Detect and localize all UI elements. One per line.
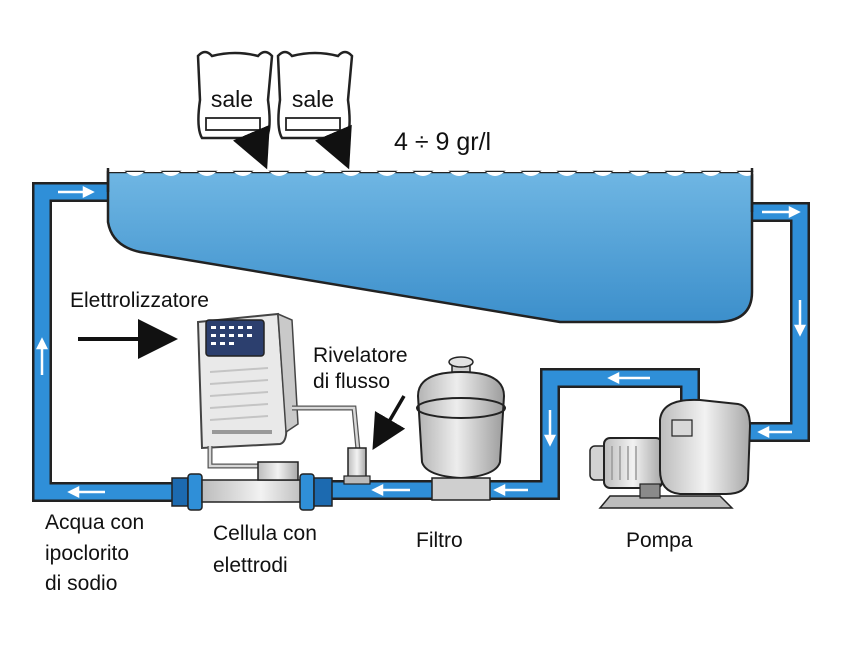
flow-detector xyxy=(343,447,371,485)
filter-label: Filtro xyxy=(416,529,463,552)
salt-arrow-2 xyxy=(314,124,352,170)
water-label-line2: ipoclorito xyxy=(45,542,130,565)
salt-bag-1: sale xyxy=(196,50,274,140)
electrolyzer-panel xyxy=(205,319,265,357)
flow-arrow-top-right xyxy=(762,205,801,219)
salt-arrow-1 xyxy=(232,124,270,170)
salt-bag-2-label: sale xyxy=(292,86,334,112)
flow-arrow-cell-in xyxy=(371,483,410,497)
flow-detector-pointer-arrow xyxy=(372,395,406,451)
water-label-line3: di sodio xyxy=(45,572,118,595)
pool-water xyxy=(106,170,754,324)
flow-arrows xyxy=(35,185,807,499)
flow-arrow-pump-left xyxy=(607,371,650,385)
filter xyxy=(416,356,506,501)
flow-arrow-bottom-left xyxy=(67,485,105,499)
flow-arrow-right-down xyxy=(793,300,807,337)
flow-detector-label-line1: Rivelatore xyxy=(313,344,408,367)
salt-bag-2: sale xyxy=(276,50,354,140)
flow-arrow-bottom-right xyxy=(757,425,792,439)
pump-label: Pompa xyxy=(626,529,693,552)
cell-label-line2: elettrodi xyxy=(213,554,288,577)
flow-arrow-riser-down xyxy=(543,410,557,447)
salt-bag-1-label: sale xyxy=(211,86,253,112)
flow-arrow-filter-in xyxy=(493,483,528,497)
salt-concentration-label: 4 ÷ 9 gr/l xyxy=(394,128,492,156)
electrode-cell xyxy=(171,461,333,511)
pump xyxy=(589,398,752,509)
flow-arrow-left-up xyxy=(35,337,49,375)
water-label-line1: Acqua con xyxy=(45,511,145,534)
pool-water-waves xyxy=(108,168,756,176)
salt-arrows xyxy=(232,124,352,170)
pool xyxy=(106,168,756,324)
cell-label-line1: Cellula con xyxy=(213,522,317,545)
electrolyzer-label: Elettrolizzatore xyxy=(70,289,209,312)
electrolyzer-unit xyxy=(196,312,299,450)
flow-arrow-top-left xyxy=(58,185,95,199)
flow-detector-label-line2: di flusso xyxy=(313,370,391,393)
